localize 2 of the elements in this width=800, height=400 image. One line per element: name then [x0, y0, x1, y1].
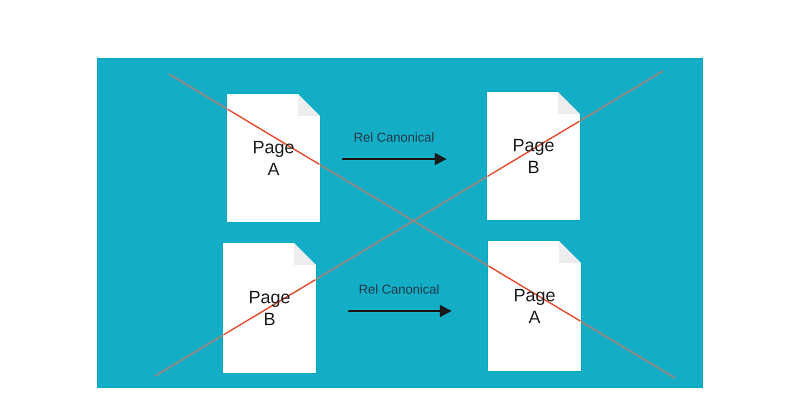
- edge-label: Rel Canonical: [357, 282, 441, 296]
- edge-label: Rel Canonical: [352, 130, 436, 144]
